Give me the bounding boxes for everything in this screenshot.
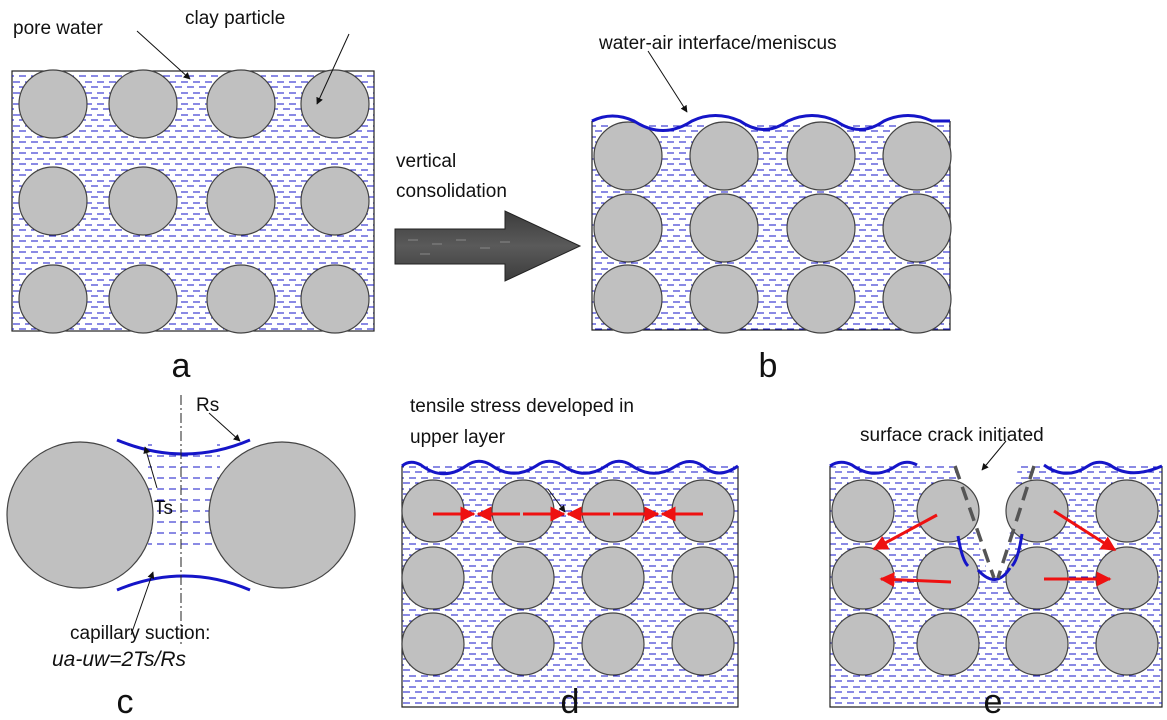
meniscus-line bbox=[591, 114, 950, 132]
tensile-label-line1: tensile stress developed in bbox=[410, 396, 634, 417]
rs-label: Rs bbox=[196, 395, 219, 416]
panel-e bbox=[829, 440, 1163, 708]
clay-particle bbox=[689, 121, 759, 191]
panel-c bbox=[6, 395, 356, 645]
consolidation-arrow bbox=[394, 210, 582, 282]
clay-particle bbox=[689, 193, 759, 263]
panel-letter-b: b bbox=[759, 347, 778, 385]
panel-letter-c: c bbox=[117, 683, 134, 720]
clay-particle bbox=[491, 546, 555, 610]
crack-label: surface crack initiated bbox=[860, 425, 1044, 446]
clay-particle bbox=[401, 546, 465, 610]
clay-particle bbox=[491, 612, 555, 676]
clay-particle bbox=[916, 612, 980, 676]
clay-particle bbox=[206, 264, 276, 334]
clay-particle bbox=[581, 612, 645, 676]
tensile-label-line2: upper layer bbox=[410, 427, 506, 448]
clay-particle bbox=[593, 193, 663, 263]
clay-particle bbox=[1095, 612, 1159, 676]
clay-particle bbox=[300, 166, 370, 236]
pore-water-label: pore water bbox=[13, 18, 103, 39]
vertical-label: vertical bbox=[396, 151, 456, 172]
clay-particle bbox=[581, 546, 645, 610]
clay-particle bbox=[18, 264, 88, 334]
clay-particle bbox=[1095, 479, 1159, 543]
clay-particles-d bbox=[401, 479, 735, 676]
meniscus-d bbox=[401, 459, 739, 476]
clay-particle bbox=[18, 166, 88, 236]
clay-particle bbox=[689, 264, 759, 334]
clay-particle bbox=[593, 264, 663, 334]
clay-particle bbox=[671, 546, 735, 610]
clay-particle bbox=[491, 479, 555, 543]
clay-particle bbox=[108, 166, 178, 236]
clay-particle bbox=[401, 612, 465, 676]
clay-particle bbox=[831, 479, 895, 543]
clay-particle-label: clay particle bbox=[185, 8, 285, 29]
clay-particle bbox=[300, 69, 370, 139]
clay-particle bbox=[401, 479, 465, 543]
clay-particle bbox=[581, 479, 645, 543]
clay-particle bbox=[108, 264, 178, 334]
capillary-label: capillary suction: bbox=[70, 623, 210, 644]
stress-arrows-e bbox=[872, 509, 1117, 588]
clay-particle bbox=[18, 69, 88, 139]
meniscus-e bbox=[829, 460, 1163, 475]
consolidation-label: consolidation bbox=[396, 181, 507, 202]
crack-meniscus bbox=[956, 533, 1024, 581]
clay-particle bbox=[1005, 479, 1069, 543]
clay-particle bbox=[786, 121, 856, 191]
clay-particle bbox=[786, 193, 856, 263]
clay-particle bbox=[108, 69, 178, 139]
panel-d bbox=[401, 459, 739, 708]
clay-particle bbox=[882, 121, 952, 191]
clay-particle bbox=[593, 121, 663, 191]
clay-particle bbox=[916, 546, 980, 610]
panel-letter-a: a bbox=[172, 347, 191, 385]
clay-particle bbox=[300, 264, 370, 334]
clay-particle bbox=[882, 193, 952, 263]
clay-particle bbox=[206, 166, 276, 236]
clay-particle bbox=[786, 264, 856, 334]
ts-label: Ts bbox=[154, 498, 173, 519]
clay-particle bbox=[882, 264, 952, 334]
clay-particle bbox=[206, 69, 276, 139]
capillary-formula: ua-uw=2Ts/Rs bbox=[52, 648, 187, 671]
panel-letter-d: d bbox=[561, 683, 580, 720]
clay-particle bbox=[671, 612, 735, 676]
clay-particle bbox=[671, 479, 735, 543]
panel-letter-e: e bbox=[984, 683, 1003, 720]
clay-particles-a bbox=[18, 69, 370, 334]
arrow-dashes bbox=[408, 239, 510, 255]
clay-particle bbox=[1005, 612, 1069, 676]
meniscus-label: water-air interface/meniscus bbox=[598, 33, 837, 54]
panel-a bbox=[11, 69, 375, 334]
clay-particle bbox=[831, 612, 895, 676]
panel-b bbox=[591, 114, 952, 334]
clay-particles-b bbox=[593, 121, 952, 334]
